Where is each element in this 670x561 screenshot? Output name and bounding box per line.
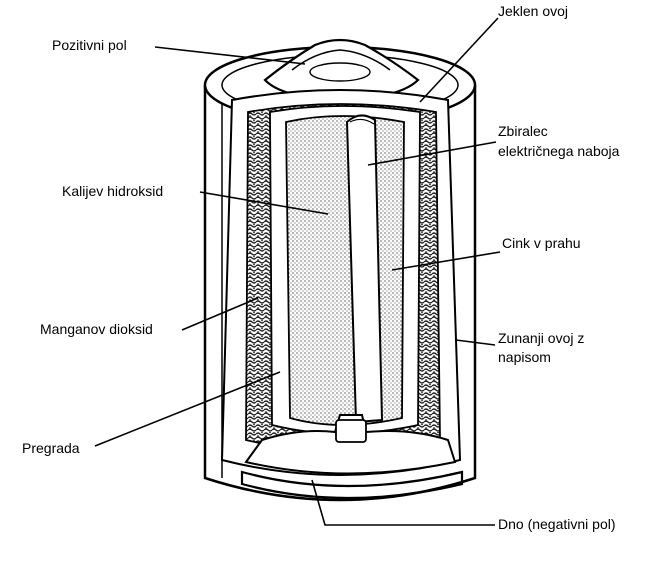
outer-jacket: [203, 85, 477, 502]
label-collector-line1: Zbiralec: [498, 123, 548, 139]
current-collector: [345, 114, 384, 424]
leader-koh: [199, 191, 329, 215]
label-mno2: Manganov dioksid: [40, 321, 153, 337]
label-positive-pole: Pozitivni pol: [52, 37, 127, 53]
negative-terminal: [240, 470, 464, 500]
label-koh: Kalijev hidroksid: [62, 183, 163, 199]
label-separator: Pregrada: [22, 440, 80, 456]
label-zinc: Cink v prahu: [502, 235, 581, 251]
battery-body: [203, 38, 477, 502]
leader-zinc: [391, 251, 501, 271]
label-outer-line2: napisom: [498, 349, 551, 365]
leader-outer: [455, 339, 496, 346]
leader-positive-pole: [154, 46, 306, 65]
label-steel-case: Jeklen ovoj: [498, 3, 568, 19]
leader-bottom: [311, 479, 495, 526]
leader-separator: [94, 371, 281, 447]
leader-collector: [367, 141, 497, 166]
label-outer-line1: Zunanji ovoj z: [498, 330, 584, 346]
label-collector-line2: električnega naboja: [498, 143, 620, 159]
leader-lines: [94, 17, 501, 526]
label-bottom: Dno (negativni pol): [498, 516, 616, 532]
collector-nail-head: [335, 419, 367, 443]
leader-mno2: [181, 297, 259, 331]
leader-steel-case: [419, 17, 499, 103]
labels: Pozitivni pol Jeklen ovoj Zbiralec elekt…: [22, 3, 620, 532]
bottom-seal: [244, 414, 457, 475]
